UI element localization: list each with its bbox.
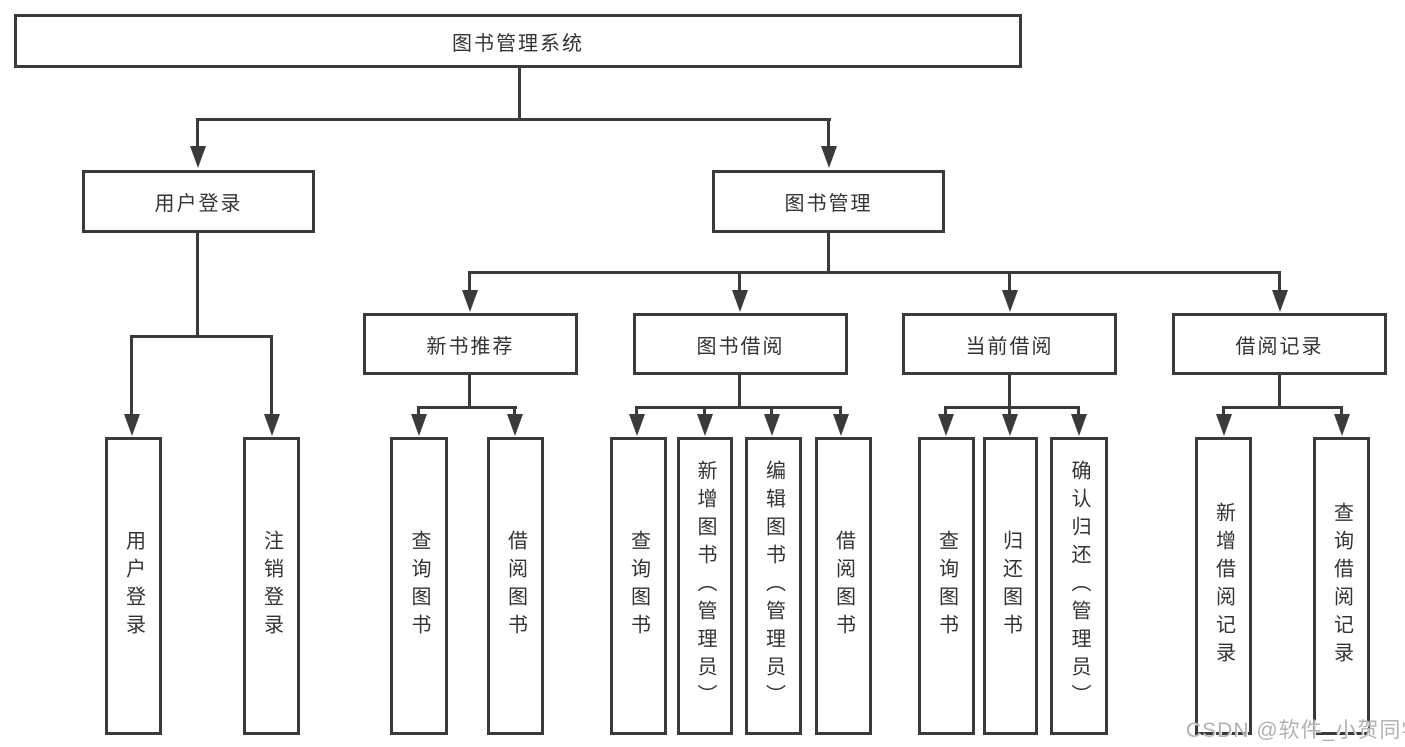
- leaf-query-book-rec-label: 查询图书: [408, 530, 430, 642]
- arrowhead-current-borrow: [1002, 290, 1018, 312]
- arrowhead-confirm-return: [1071, 414, 1087, 436]
- connector-arrow-shaft-query-book-borrow: [635, 406, 638, 418]
- leaf-logout-label: 注销登录: [260, 530, 283, 642]
- leaf-return-book-label: 归还图书: [999, 530, 1022, 642]
- node-current-borrow: 当前借阅: [902, 313, 1117, 375]
- leaf-query-book-rec: 查询图书: [390, 437, 448, 735]
- csdn-watermark: CSDN @软件_小贺同学: [1186, 719, 1405, 742]
- node-user-login-label: 用户登录: [154, 193, 243, 215]
- connector-arrow-shaft-current-borrow: [1008, 271, 1011, 293]
- connector-arrow-shaft-leaf-logout: [270, 335, 273, 417]
- leaf-confirm-return: 确认归还（管理员）: [1050, 437, 1108, 735]
- connector-new-book-rec-branch: [417, 406, 517, 409]
- connector-user-login-branch: [130, 335, 273, 338]
- connector-arrow-shaft-add-borrow-record: [1222, 406, 1225, 418]
- node-borrow-records-label: 借阅记录: [1235, 335, 1324, 358]
- connector-new-book-rec-stub: [468, 375, 471, 409]
- leaf-user-login: 用户登录: [105, 437, 162, 735]
- leaf-query-book-borrow: 查询图书: [610, 437, 667, 735]
- connector-book-mgmt-stub: [827, 233, 830, 271]
- connector-current-borrow-stub: [1008, 375, 1011, 409]
- connector-arrow-shaft-query-book-rec: [417, 406, 420, 418]
- connector-borrow-records-stub: [1278, 375, 1281, 409]
- leaf-borrow-book-borrow: 借阅图书: [815, 437, 872, 735]
- node-book-mgmt: 图书管理: [712, 170, 945, 233]
- leaf-confirm-return-label: 确认归还（管理员）: [1068, 460, 1090, 712]
- leaf-borrow-book-rec-label: 借阅图书: [504, 530, 527, 642]
- arrowhead-query-book-current: [938, 414, 954, 436]
- arrowhead-query-borrow-record: [1334, 414, 1350, 436]
- arrowhead-query-book-rec: [411, 414, 427, 436]
- connector-arrow-shaft-new-book-rec: [468, 271, 471, 293]
- leaf-add-book: 新增图书（管理员）: [677, 437, 733, 735]
- node-new-book-rec: 新书推荐: [363, 313, 578, 375]
- connector-level2-branch: [196, 118, 831, 121]
- leaf-borrow-book-borrow-label: 借阅图书: [832, 530, 855, 642]
- arrowhead-leaf-logout: [264, 414, 280, 436]
- connector-arrow-shaft-leaf-user-login: [130, 335, 133, 417]
- arrowhead-add-book: [697, 414, 713, 436]
- arrowhead-borrow-records: [1272, 290, 1288, 312]
- connector-arrow-shaft-query-borrow-record: [1340, 406, 1343, 418]
- leaf-logout: 注销登录: [243, 437, 300, 735]
- leaf-query-book-current-label: 查询图书: [935, 530, 958, 642]
- arrowhead-borrow-book-rec: [507, 414, 523, 436]
- leaf-edit-book-label: 编辑图书（管理员）: [762, 460, 785, 712]
- arrowhead-add-borrow-record: [1216, 414, 1232, 436]
- connector-arrow-shaft-add-book: [703, 406, 706, 418]
- node-new-book-rec-label: 新书推荐: [426, 335, 515, 358]
- arrowhead-return-book: [1002, 414, 1018, 436]
- connector-current-borrow-branch: [944, 406, 1080, 409]
- arrowhead-edit-book: [764, 414, 780, 436]
- connector-book-borrow-branch: [635, 406, 842, 409]
- connector-arrow-shaft-borrow-records: [1278, 271, 1281, 293]
- node-root: 图书管理系统: [14, 14, 1022, 68]
- leaf-add-borrow-record-label: 新增借阅记录: [1212, 502, 1235, 670]
- arrowhead-user-login: [190, 146, 206, 168]
- connector-arrow-shaft-borrow-book-rec: [513, 406, 516, 418]
- connector-arrow-shaft-user-login: [196, 118, 199, 151]
- arrowhead-new-book-rec: [462, 290, 478, 312]
- leaf-add-book-label: 新增图书（管理员）: [694, 460, 716, 712]
- connector-arrow-shaft-book-borrow: [738, 271, 741, 293]
- connector-book-borrow-stub: [738, 375, 741, 409]
- connector-user-login-stub: [196, 233, 199, 335]
- node-current-borrow-label: 当前借阅: [965, 335, 1054, 358]
- leaf-query-book-current: 查询图书: [918, 437, 975, 735]
- leaf-add-borrow-record: 新增借阅记录: [1195, 437, 1252, 735]
- arrowhead-book-mgmt: [821, 146, 837, 168]
- leaf-return-book: 归还图书: [983, 437, 1038, 735]
- leaf-query-book-borrow-label: 查询图书: [627, 530, 650, 642]
- arrowhead-leaf-user-login: [124, 414, 140, 436]
- node-root-label: 图书管理系统: [452, 32, 584, 55]
- connector-arrow-shaft-edit-book: [770, 406, 773, 418]
- arrowhead-book-borrow: [732, 290, 748, 312]
- connector-arrow-shaft-confirm-return: [1077, 406, 1080, 418]
- connector-root-stub: [518, 68, 521, 118]
- node-book-borrow-label: 图书借阅: [696, 335, 785, 358]
- leaf-borrow-book-rec: 借阅图书: [487, 437, 544, 735]
- connector-arrow-shaft-book-mgmt: [827, 118, 830, 151]
- connector-arrow-shaft-return-book: [1008, 406, 1011, 418]
- leaf-edit-book: 编辑图书（管理员）: [745, 437, 802, 735]
- leaf-query-borrow-record: 查询借阅记录: [1313, 437, 1370, 735]
- leaf-query-borrow-record-label: 查询借阅记录: [1330, 502, 1353, 670]
- node-user-login: 用户登录: [82, 170, 315, 233]
- node-book-mgmt-label: 图书管理: [784, 193, 873, 215]
- node-book-borrow: 图书借阅: [633, 313, 848, 375]
- arrowhead-borrow-book-borrow: [833, 414, 849, 436]
- arrowhead-query-book-borrow: [629, 414, 645, 436]
- connector-arrow-shaft-query-book-current: [944, 406, 947, 418]
- node-borrow-records: 借阅记录: [1172, 313, 1387, 375]
- connector-level3-branch: [468, 271, 1281, 274]
- connector-arrow-shaft-borrow-book-borrow: [839, 406, 842, 418]
- connector-borrow-records-branch: [1222, 406, 1343, 409]
- leaf-user-login-label: 用户登录: [122, 530, 145, 642]
